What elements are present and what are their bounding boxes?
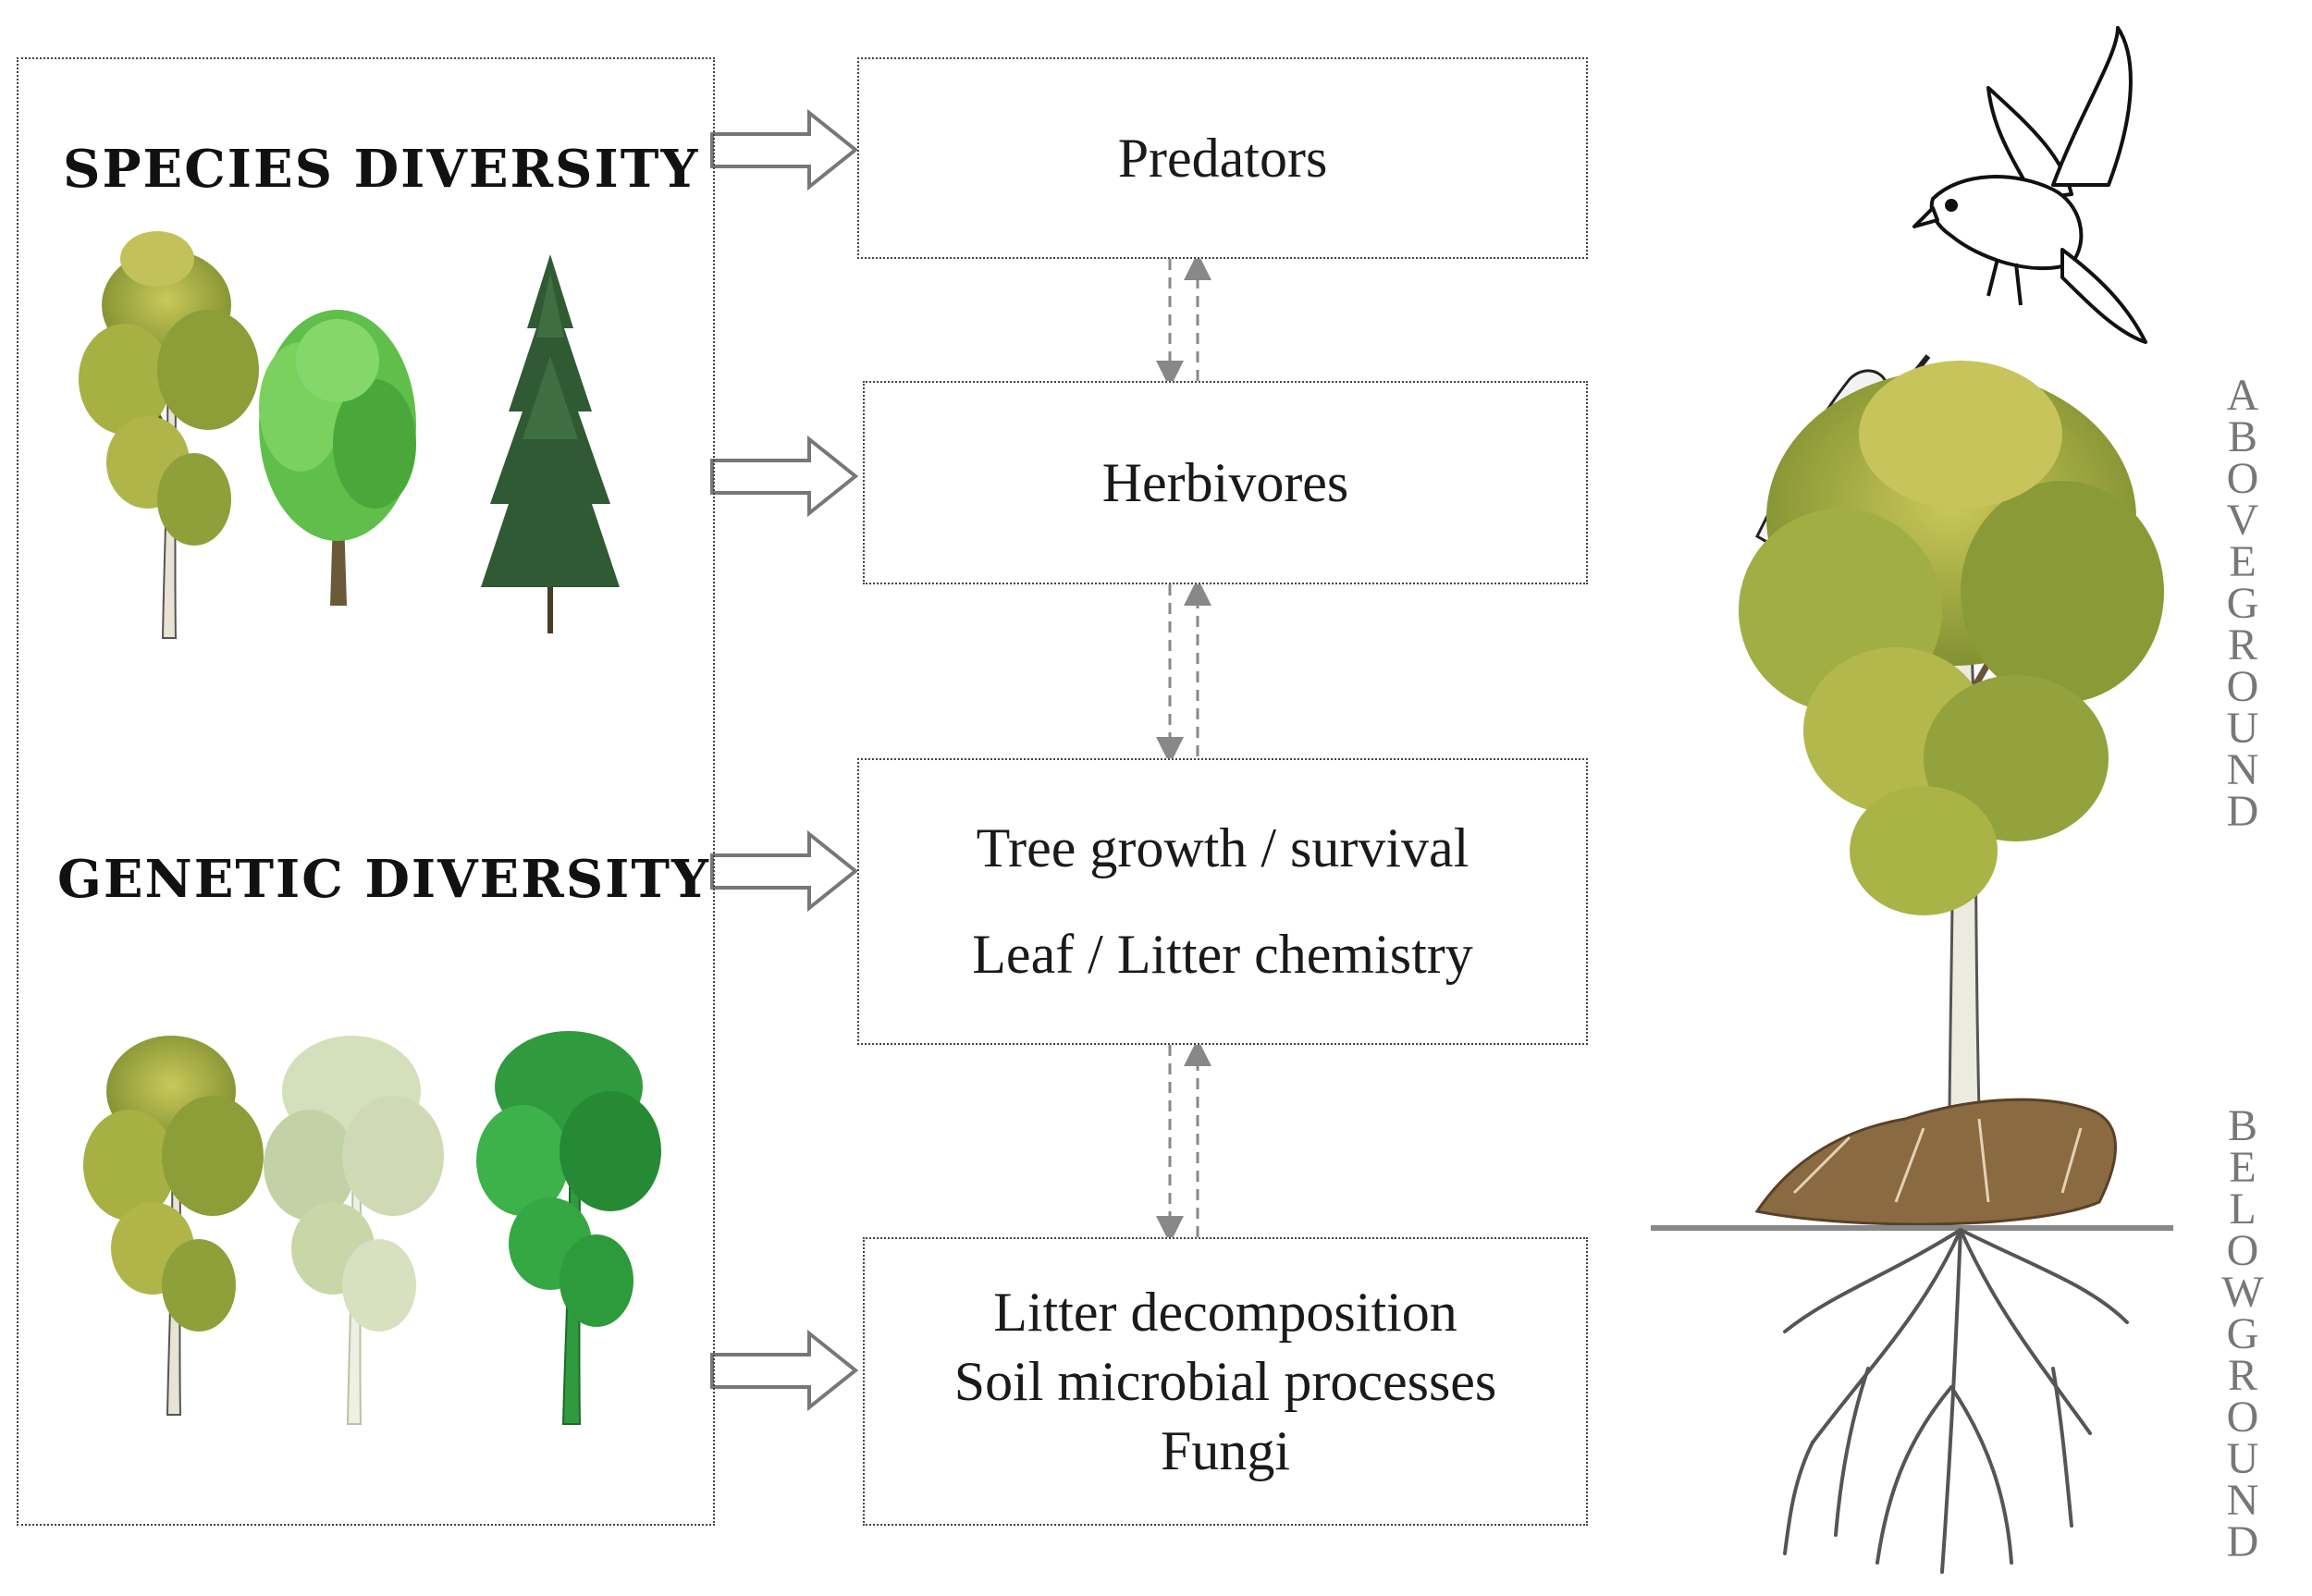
hollow-arrows: [710, 108, 859, 1412]
roots-icon: [1783, 1228, 2129, 1574]
litter-decomposition-label: Litter decomposition: [993, 1281, 1457, 1343]
herbivores-box: Herbivores: [863, 381, 1588, 584]
genetic-diversity-heading: GENETIC DIVERSITY: [57, 849, 711, 910]
birch-genotype-1-icon: [83, 1036, 264, 1416]
tree-growth-box: Tree growth / survival Leaf / Litter che…: [857, 758, 1588, 1045]
hollow-arrow-soil: [710, 1329, 859, 1412]
hollow-arrow-tree: [710, 829, 859, 913]
species-diversity-heading: SPECIES DIVERSITY: [63, 139, 700, 200]
birch-genotype-3-icon: [476, 1031, 661, 1425]
predators-box: Predators: [857, 57, 1588, 259]
oak-tree-icon: [259, 310, 416, 606]
leaf-litter-icon: [1754, 1098, 2117, 1226]
bird-icon: [1912, 26, 2147, 344]
soil-microbial-label: Soil microbial processes: [953, 1350, 1497, 1412]
focal-birch-tree-icon: [1739, 361, 2164, 1111]
tree-growth-label: Tree growth / survival: [976, 817, 1470, 878]
spruce-tree-icon: [481, 254, 620, 633]
predators-label: Predators: [1117, 127, 1328, 189]
diversity-panel: [17, 57, 715, 1526]
soil-processes-box: Litter decomposition Soil microbial proc…: [863, 1237, 1588, 1526]
fungi-label: Fungi: [1160, 1419, 1291, 1481]
dashed-arrows: [1156, 252, 1211, 1244]
leaf-litter-label: Leaf / Litter chemistry: [972, 924, 1473, 985]
birch-tree-icon: [79, 231, 259, 639]
hollow-arrow-herbivores: [710, 435, 859, 518]
birch-genotype-2-icon: [264, 1036, 444, 1425]
hollow-arrow-predators: [710, 108, 859, 191]
herbivores-label: Herbivores: [1101, 451, 1349, 513]
